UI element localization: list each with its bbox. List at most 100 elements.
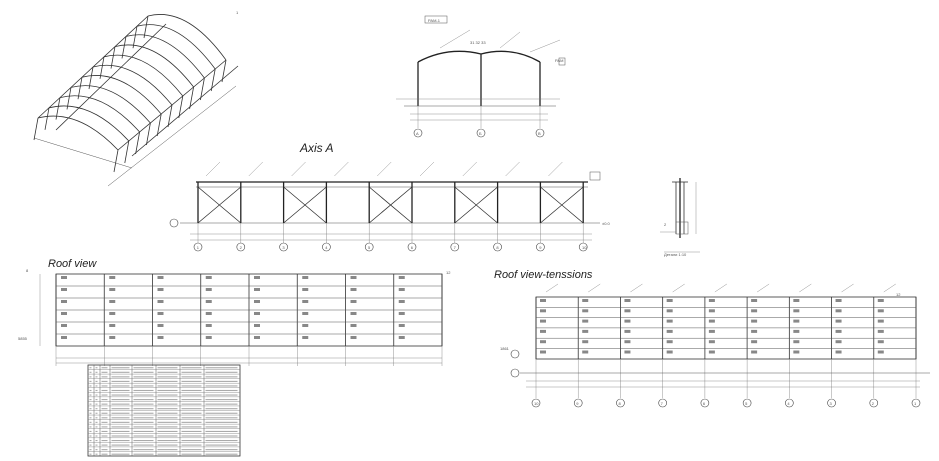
table-cell-text	[111, 389, 130, 392]
table-cell-text	[89, 389, 92, 392]
table-cell-text	[95, 376, 98, 378]
frame-rafter	[70, 85, 151, 124]
brace	[197, 186, 242, 224]
svg-text:±0.0: ±0.0	[602, 221, 611, 226]
table-cell-text	[181, 394, 202, 396]
table-cell-text	[181, 389, 202, 392]
frame-rafter	[81, 75, 162, 115]
table-cell-text	[157, 412, 178, 414]
purlin-mark	[708, 299, 715, 302]
purlin-mark	[624, 309, 631, 313]
grid-label: 6	[703, 401, 706, 406]
frame-column	[135, 131, 140, 155]
grid-label: 5	[745, 401, 748, 406]
table-cell-text	[205, 421, 238, 423]
purlin-mark	[582, 299, 589, 302]
purlin-mark	[582, 329, 589, 333]
grid-label: 4	[787, 401, 790, 406]
table-cell-text	[157, 389, 178, 392]
frame-column	[221, 59, 227, 83]
frame-column	[146, 122, 151, 146]
leader-line	[757, 283, 770, 293]
grid-label: 9	[539, 245, 542, 250]
grid-bubble	[911, 398, 921, 408]
table-cell-text	[89, 367, 92, 369]
purlin-mark	[751, 299, 758, 302]
frame-section-view: РАМ-1 31 32 33 РАМ А Б В	[396, 15, 566, 138]
brace	[540, 186, 584, 224]
table-cell-text	[101, 421, 108, 423]
table-cell-text	[89, 444, 92, 446]
table-cell-text	[157, 403, 178, 405]
purlin-mark	[751, 319, 758, 323]
purlin-mark	[109, 276, 116, 279]
table-cell-text	[133, 389, 154, 392]
frame-column	[132, 26, 138, 49]
purlin-mark	[793, 299, 800, 302]
frame-column	[77, 77, 83, 100]
svg-text:8: 8	[26, 268, 29, 273]
table-cell-text	[101, 453, 108, 455]
purlin-mark	[205, 336, 212, 339]
grid-label: 6	[411, 245, 414, 250]
table-cell-text	[95, 444, 98, 446]
purlin-mark	[205, 312, 212, 315]
purlin-mark	[708, 340, 715, 344]
purlin-mark	[877, 329, 884, 333]
purlin-mark	[877, 350, 884, 354]
table-cell-text	[181, 430, 202, 432]
svg-text:1861: 1861	[500, 346, 510, 351]
purlin-mark	[398, 276, 405, 279]
leader-line	[841, 283, 854, 293]
grid-label: В	[538, 131, 541, 136]
svg-text:12: 12	[446, 270, 451, 275]
leader-line	[419, 161, 435, 177]
table-cell-text	[181, 371, 202, 373]
leader-line	[291, 161, 306, 177]
purlin-mark	[835, 299, 842, 302]
grid-bubble	[785, 398, 794, 408]
purlin-mark	[666, 299, 673, 302]
table-cell-text	[133, 380, 154, 382]
purlin-mark	[109, 312, 116, 315]
grid-bubble	[742, 398, 752, 408]
frame-column	[121, 36, 127, 59]
table-cell-text	[181, 408, 202, 410]
table-cell-text	[95, 408, 98, 410]
purlin-mark	[540, 350, 546, 354]
leader-line	[334, 161, 349, 177]
purlin-mark	[398, 300, 405, 303]
purlin-mark	[302, 324, 309, 327]
table-cell-text	[133, 417, 154, 419]
table-cell-text	[111, 449, 130, 451]
svg-text:Детали 1:10: Детали 1:10	[664, 252, 687, 257]
purlin-mark	[61, 312, 67, 315]
frame-column	[66, 87, 72, 110]
frame-rafter	[37, 115, 119, 151]
purlin-mark	[540, 309, 546, 313]
table-cell-text	[205, 371, 238, 373]
grid-bubble	[531, 398, 541, 408]
table-cell-text	[133, 449, 154, 451]
table-cell-text	[157, 435, 178, 437]
table-cell-text	[95, 399, 98, 401]
purlin-mark	[540, 329, 546, 333]
connection-detail: 2 Детали 1:10	[660, 178, 700, 257]
table-cell-text	[181, 412, 202, 414]
table-cell-text	[101, 444, 108, 446]
purlin-mark	[157, 324, 164, 327]
table-cell-text	[157, 385, 178, 387]
axis-a-title: Axis A	[299, 141, 334, 155]
table-cell-text	[111, 376, 130, 378]
table-cell-text	[133, 435, 154, 437]
roof-view-plan: 8 5855 12	[18, 268, 451, 366]
purlin-mark	[793, 309, 800, 313]
table-cell-text	[157, 408, 178, 410]
grid-label: 2	[240, 245, 243, 250]
purlin-mark	[751, 309, 758, 313]
table-cell-text	[181, 385, 202, 387]
table-cell-text	[111, 430, 130, 432]
table-cell-text	[101, 426, 108, 428]
